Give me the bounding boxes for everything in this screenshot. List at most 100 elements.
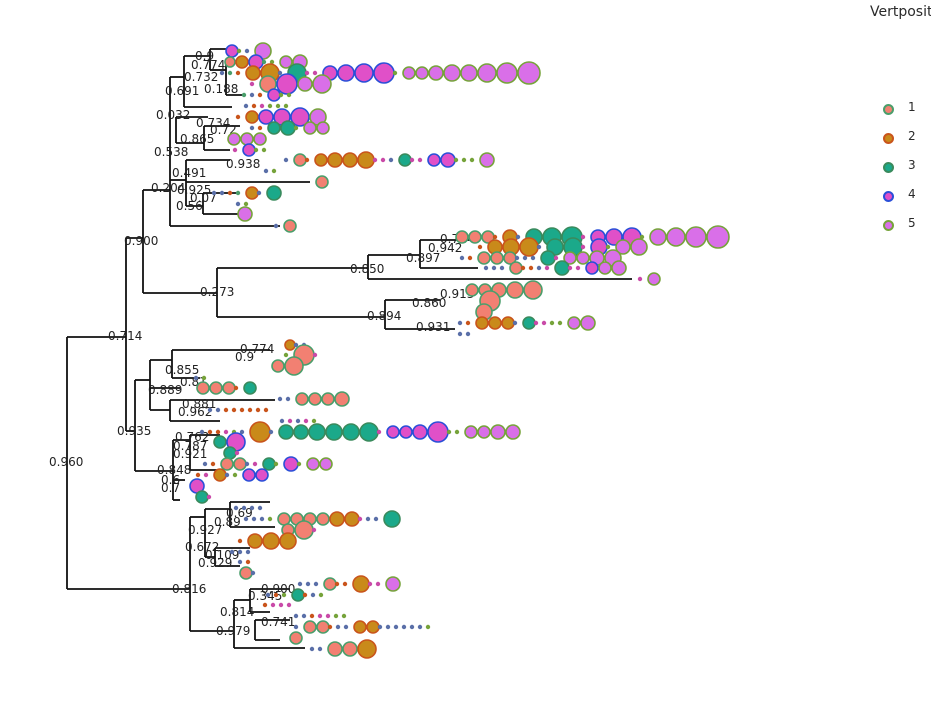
data-point [283, 219, 297, 233]
legend-marker [883, 162, 894, 173]
data-point [342, 423, 360, 441]
data-point [530, 255, 536, 261]
data-point [536, 244, 542, 250]
data-point [263, 407, 269, 413]
data-point [325, 613, 331, 619]
data-point [296, 461, 302, 467]
data-point [247, 533, 263, 549]
data-point [317, 646, 323, 652]
data-point [520, 265, 526, 271]
data-point [243, 516, 249, 522]
data-point [233, 457, 247, 471]
data-point [334, 391, 350, 407]
data-point [233, 385, 239, 391]
data-point [305, 581, 311, 587]
node-support-label: 0.900 [261, 582, 295, 596]
data-point [249, 81, 255, 87]
data-point [342, 581, 348, 587]
data-point [267, 516, 273, 522]
data-point [224, 56, 236, 68]
data-point [273, 223, 279, 229]
data-point [380, 157, 386, 163]
data-point [278, 602, 284, 608]
data-point [297, 76, 313, 92]
data-point [490, 424, 506, 440]
data-point [251, 103, 257, 109]
node-support-label: 0.714 [108, 329, 142, 343]
node-support-label: 0.848 [157, 463, 191, 477]
data-point [319, 457, 333, 471]
node-support-label: 0.935 [117, 424, 151, 438]
node-support-label: 0.921 [173, 447, 207, 461]
data-point [257, 125, 263, 131]
node-support-label: 0.894 [367, 309, 401, 323]
data-point [213, 435, 227, 449]
data-point [312, 70, 318, 76]
legend-item[interactable]: 2 [878, 129, 931, 149]
data-point [415, 66, 429, 80]
legend-item[interactable]: 5 [878, 216, 931, 236]
data-point [237, 538, 243, 544]
data-point [329, 511, 345, 527]
data-point [241, 505, 247, 511]
node-support-label: 0.938 [226, 157, 260, 171]
legend-item[interactable]: 3 [878, 158, 931, 178]
data-point [354, 63, 374, 83]
data-point [253, 147, 259, 153]
data-point [469, 157, 475, 163]
data-point [496, 62, 518, 84]
data-point [243, 201, 249, 207]
data-point [649, 228, 667, 246]
data-point [637, 276, 643, 282]
data-point [195, 472, 201, 478]
legend-item[interactable]: 1 [878, 100, 931, 120]
data-point [477, 251, 491, 265]
node-support-label: 0.927 [188, 523, 222, 537]
node-support-label: 0.814 [220, 605, 254, 619]
data-point [512, 320, 518, 326]
node-support-label: 0.889 [148, 383, 182, 397]
data-point [244, 461, 250, 467]
data-point [244, 48, 250, 54]
data-point [499, 265, 505, 271]
data-point [464, 425, 478, 439]
data-point [245, 559, 251, 565]
legend-item[interactable]: 4 [878, 187, 931, 207]
data-point [280, 120, 296, 136]
data-point [259, 516, 265, 522]
data-point [227, 190, 233, 196]
data-point [454, 429, 460, 435]
data-point [268, 429, 274, 435]
data-point [270, 602, 276, 608]
data-point [262, 602, 268, 608]
data-point [460, 64, 478, 82]
node-support-label: 0.204 [151, 181, 185, 195]
data-point [235, 190, 241, 196]
data-point [357, 151, 375, 169]
data-point [353, 620, 367, 634]
data-point [284, 356, 304, 376]
data-point [563, 251, 577, 265]
data-point [316, 620, 330, 634]
data-point [372, 157, 378, 163]
data-point [309, 646, 315, 652]
data-point [630, 238, 648, 256]
data-point [567, 316, 581, 330]
data-point [266, 185, 282, 201]
data-point [283, 103, 289, 109]
data-point [343, 624, 349, 630]
legend-title: Vertposit [870, 4, 931, 20]
data-point [327, 152, 343, 168]
legend-label: 1 [908, 100, 916, 114]
data-point [585, 261, 599, 275]
data-point [293, 342, 299, 348]
data-point [279, 418, 285, 424]
data-point [311, 418, 317, 424]
data-point [314, 153, 328, 167]
data-point [316, 512, 330, 526]
node-support-label: 0.897 [406, 251, 440, 265]
node-support-label: 0.979 [216, 624, 250, 638]
data-point [467, 255, 473, 261]
data-point [277, 70, 283, 76]
